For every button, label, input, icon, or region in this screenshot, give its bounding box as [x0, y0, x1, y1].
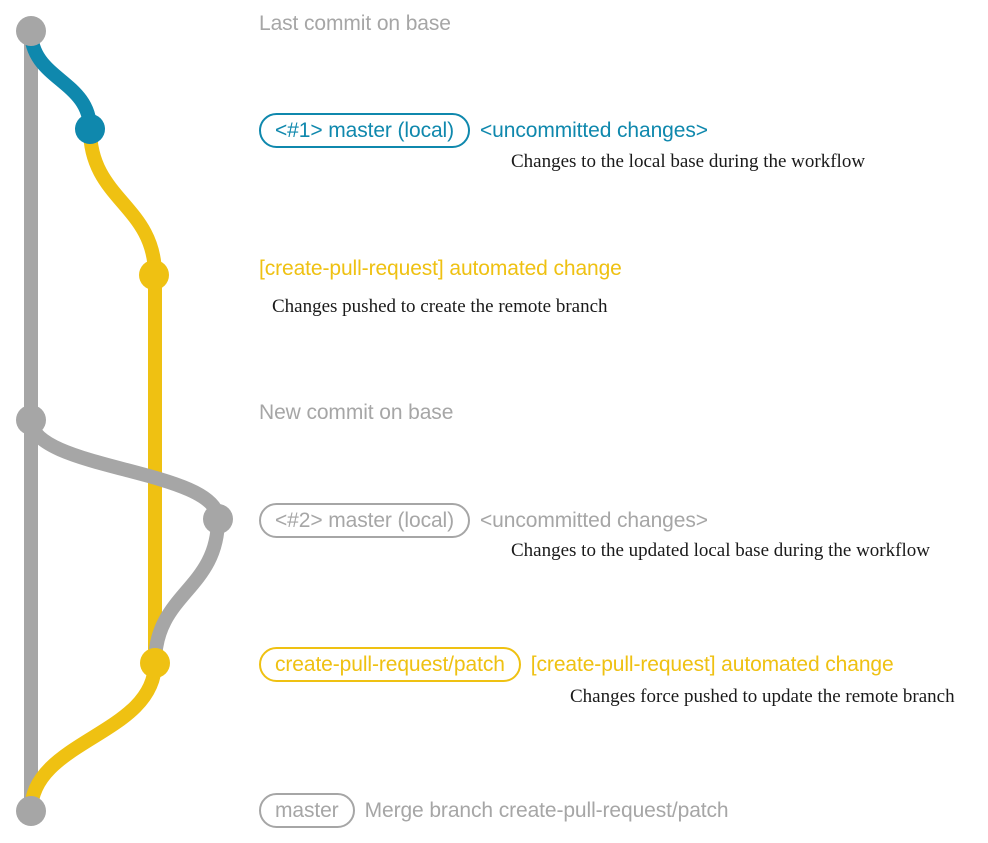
commit-node[interactable] — [140, 648, 170, 678]
commit-node[interactable] — [75, 114, 105, 144]
commit-note: Changes force pushed to update the remot… — [570, 686, 955, 707]
ref-badge[interactable]: master — [259, 793, 355, 828]
commit-subject: New commit on base — [259, 401, 454, 424]
commit-node[interactable] — [139, 260, 169, 290]
commit-node[interactable] — [16, 16, 46, 46]
commit-node[interactable] — [16, 405, 46, 435]
commit-note: Changes to the updated local base during… — [511, 540, 930, 561]
commit-row: [create-pull-request] automated change — [259, 258, 622, 279]
commit-row: Last commit on base — [259, 13, 451, 34]
commit-note: Changes to the local base during the wor… — [511, 151, 866, 172]
commit-row: New commit on base — [259, 402, 453, 423]
graph-edge — [24, 656, 162, 818]
commit-subject: <uncommitted changes> — [480, 509, 708, 532]
commit-subject: Last commit on base — [259, 12, 451, 35]
graph-edge — [24, 24, 97, 136]
commit-row: <#1> master (local) <uncommitted changes> — [259, 113, 708, 148]
ref-badge[interactable]: create-pull-request/patch — [259, 647, 521, 682]
commit-subject: Merge branch create-pull-request/patch — [364, 799, 729, 822]
commit-node[interactable] — [16, 796, 46, 826]
graph-edges — [24, 24, 225, 818]
graph-edge — [83, 122, 162, 282]
commit-graph — [16, 16, 233, 826]
commit-subject: <uncommitted changes> — [480, 119, 708, 142]
graph-edge — [148, 512, 225, 670]
commit-note: Changes pushed to create the remote bran… — [272, 296, 608, 317]
commit-subject: [create-pull-request] automated change — [259, 257, 622, 280]
commit-row: <#2> master (local) <uncommitted changes> — [259, 503, 708, 538]
graph-nodes — [16, 16, 233, 826]
graph-edge — [24, 413, 225, 526]
commit-row: create-pull-request/patch [create-pull-re… — [259, 647, 894, 682]
commit-row: master Merge branch create-pull-request/p… — [259, 793, 729, 828]
commit-subject: [create-pull-request] automated change — [530, 653, 894, 676]
commit-node[interactable] — [203, 504, 233, 534]
ref-badge[interactable]: <#1> master (local) — [259, 113, 471, 148]
ref-badge[interactable]: <#2> master (local) — [259, 503, 471, 538]
